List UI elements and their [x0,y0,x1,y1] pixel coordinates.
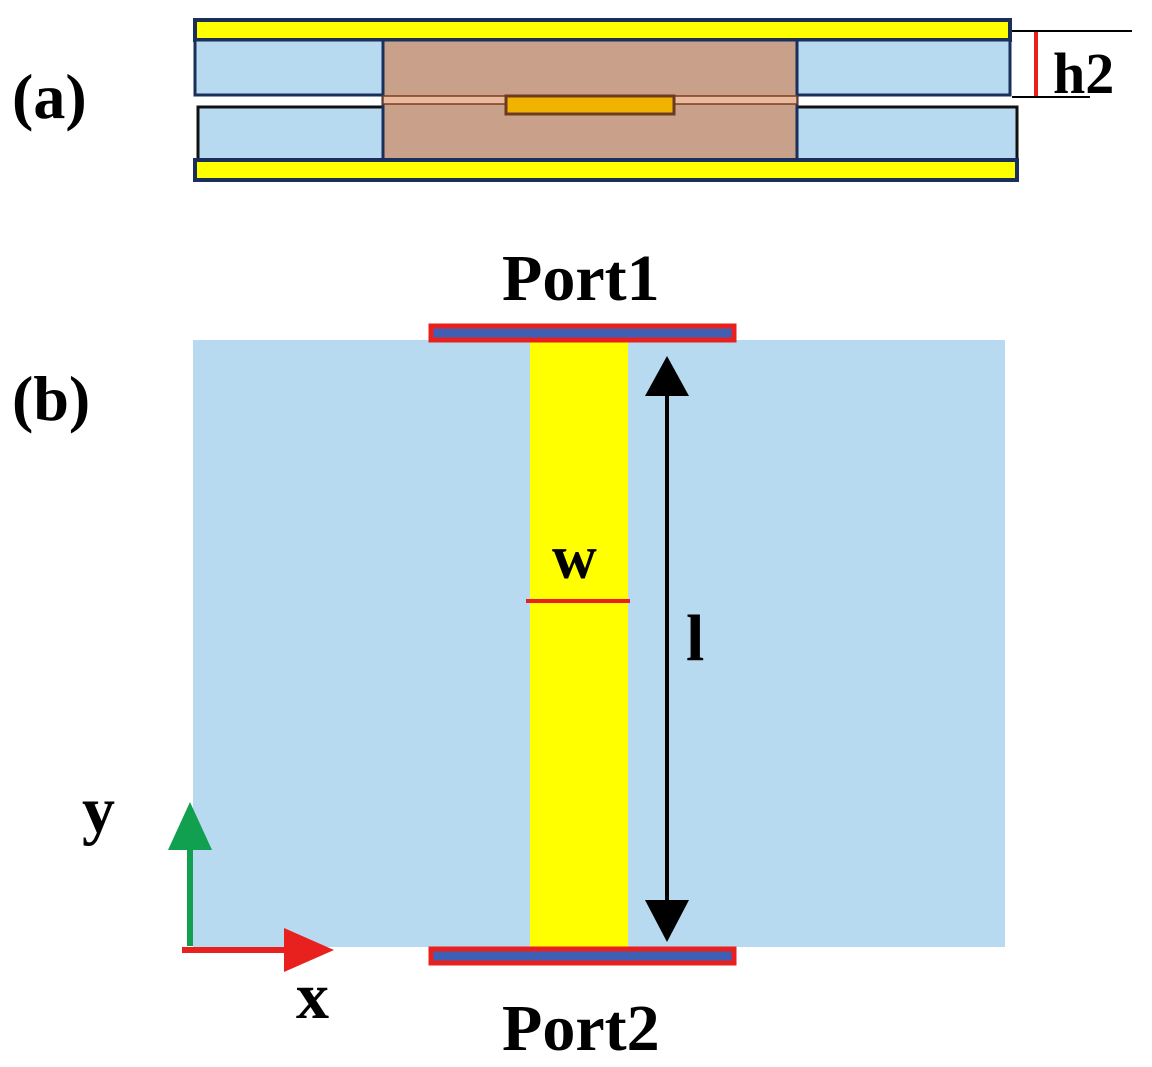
length-arrow-head-bottom [645,900,689,942]
port2-marker [428,946,737,966]
panel-b-top-view: (b) Port1 Port2 w l y x [12,242,1005,1065]
length-arrow-head-top [645,356,689,396]
axis-y-arrowhead [168,802,212,850]
length-label: l [686,602,704,675]
center-strip [504,94,676,116]
h2-label: h2 [1053,41,1114,106]
panel-a-label: (a) [12,61,87,132]
axis-x-arrowhead [284,928,334,972]
lower-substrate-right [795,105,1019,162]
port2-label: Port2 [502,992,660,1065]
lower-substrate-left [196,105,385,162]
upper-substrate-right [795,38,1012,97]
bottom-ground-plane [193,158,1019,182]
panel-b-label: (b) [12,363,90,434]
upper-substrate-left [193,38,385,97]
width-label: w [552,524,597,592]
conductor-strip [530,340,628,947]
port1-label: Port1 [502,242,660,315]
axis-x-label: x [296,960,329,1033]
axis-y-label: y [82,774,115,847]
port1-marker [428,323,737,343]
panel-a-cross-section: h2 (a) [12,18,1132,182]
top-ground-plane [193,18,1012,42]
